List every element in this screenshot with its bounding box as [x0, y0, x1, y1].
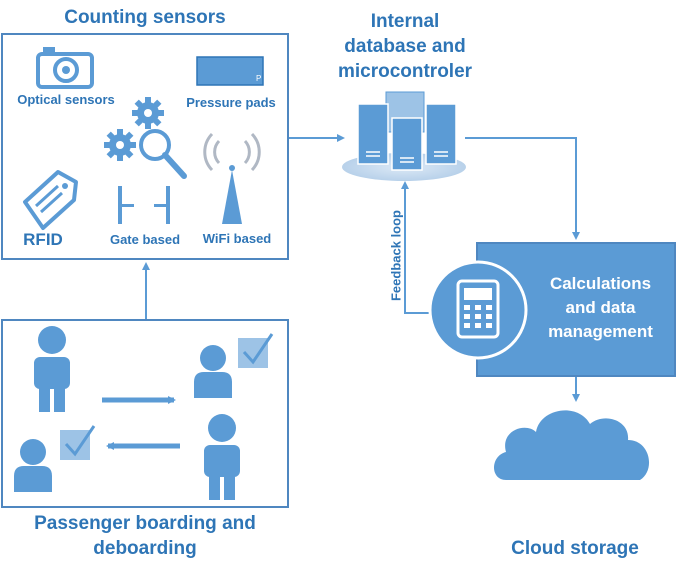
passenger-title-line1: Passenger boarding and [34, 513, 256, 534]
calculator-icon [456, 279, 500, 339]
pressure-pad-mark: P [256, 74, 262, 83]
database-title-line3: microcontroler [337, 61, 473, 82]
camera-icon [36, 47, 94, 89]
rfid-tag-icon [23, 170, 78, 230]
arrow-database-to-calc [465, 137, 580, 240]
calculations-label-line1: Calculations [549, 274, 652, 293]
gate-based-label: Gate based [109, 232, 181, 247]
calculations-label: Calculations and data management [528, 272, 673, 343]
person-icon-top-right [194, 345, 232, 398]
calculations-box [476, 242, 676, 377]
database-title-line1: Internal [370, 11, 440, 32]
checkmark-box-bottom-icon [60, 425, 96, 460]
rfid-label: RFID [23, 230, 63, 249]
optical-sensors-label: Optical sensors [17, 92, 115, 107]
feedback-loop-label: Feedback loop [388, 209, 404, 302]
person-icon-bottom-left [14, 439, 52, 492]
gears-magnifier-icon [104, 97, 187, 179]
arrow-feedback-loop [401, 181, 433, 314]
cloud-icon [494, 410, 650, 480]
gate-icon [118, 186, 170, 224]
counting-sensors-title: Counting sensors [64, 7, 226, 28]
calculations-label-line3: management [548, 321, 653, 341]
pressure-pad-icon [196, 56, 264, 86]
calculations-label-line2: and data [565, 297, 636, 317]
checkmark-box-top-icon [238, 333, 274, 368]
wifi-based-label: WiFi based [202, 231, 272, 246]
passenger-title-line2: deboarding [93, 538, 197, 559]
pressure-pads-label: Pressure pads [186, 95, 276, 110]
server-cluster-icon [342, 91, 466, 181]
database-title-line2: database and [344, 36, 466, 57]
person-icon-top-left [34, 326, 70, 412]
person-icon-bottom-right [204, 414, 240, 500]
cloud-storage-title: Cloud storage [511, 538, 639, 559]
wifi-antenna-icon [203, 132, 261, 224]
